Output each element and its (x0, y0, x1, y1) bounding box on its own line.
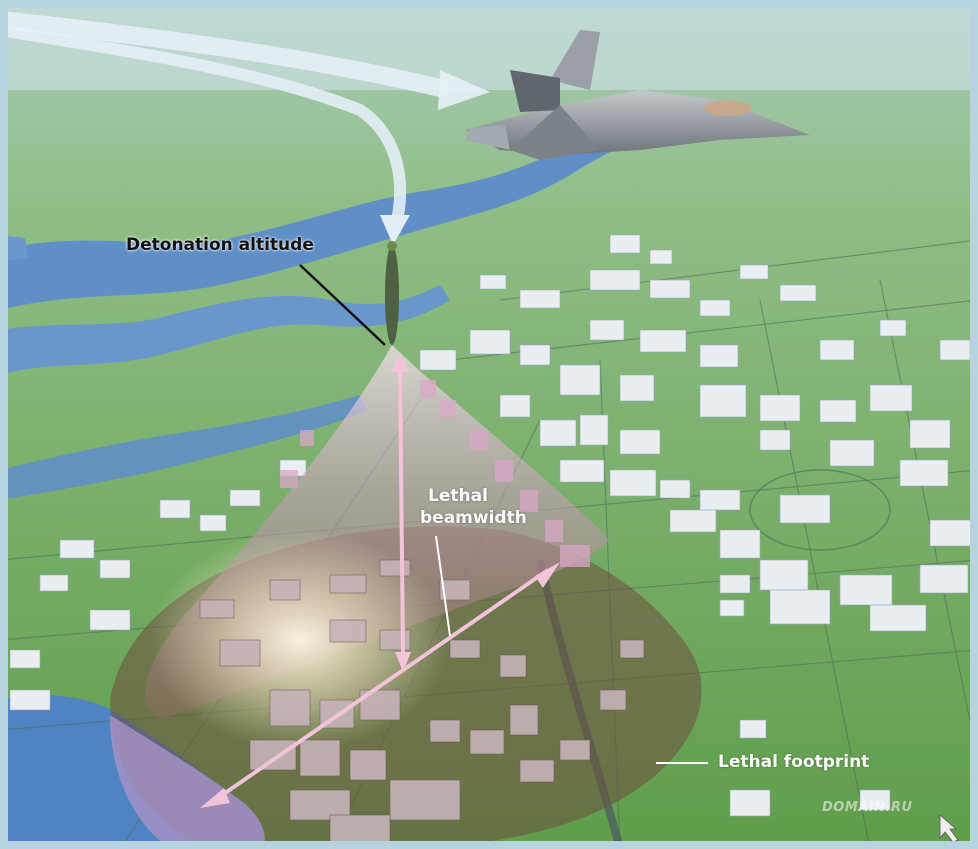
beamwidth-leader-line (435, 535, 451, 637)
city-buildings (9, 234, 975, 817)
munition (385, 245, 399, 345)
trajectory-arrow-upper (0, 11, 449, 97)
footprint-lake-overlap (110, 715, 265, 849)
trajectory-arrowhead-upper (438, 70, 490, 110)
lethal-footprint-label: Lethal footprint (718, 752, 870, 772)
ring-road (749, 469, 891, 551)
detonation-altitude-label: Detonation altitude (126, 235, 314, 255)
watermark: DOMAIN.RU (822, 800, 913, 815)
lethal-beamwidth-label-line2: beamwidth (420, 508, 527, 528)
footprint-diameter-arrow (200, 562, 560, 808)
lethal-beamwidth-label-line1: Lethal (428, 486, 488, 506)
river-lower (0, 395, 368, 500)
aircraft (465, 30, 810, 160)
river (0, 100, 720, 310)
detonation-leader-line (299, 264, 386, 346)
illuminated-facades (280, 380, 590, 567)
trajectory-arrow (0, 24, 407, 236)
munition-tip (387, 241, 397, 251)
altitude-arrow (392, 352, 411, 672)
trajectory-arrowhead (380, 215, 410, 245)
river-branch (0, 285, 450, 375)
